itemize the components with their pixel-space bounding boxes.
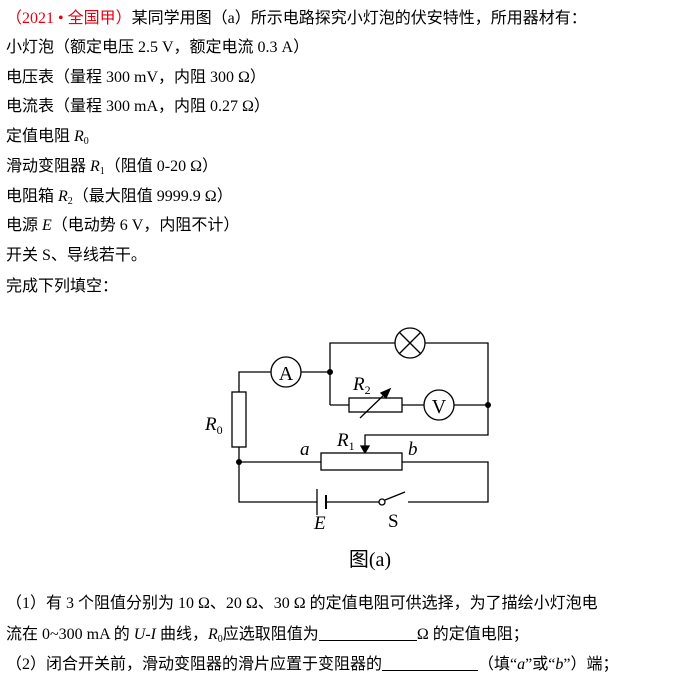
symbol: R [74,128,84,145]
slider-arrow-icon [359,445,371,455]
text: （填“ [478,656,518,673]
material-r0: 定值电阻 R0 [6,127,89,152]
material-lamp: 小灯泡（额定电压 2.5 V，额定电流 0.3 A） [6,39,310,56]
rheostat-r1 [320,452,403,471]
question-2: （2）闭合开关前，滑动变阻器的滑片应置于变阻器的 （填“a”或“b”）端； [6,654,618,675]
r1-label: R1 [336,430,355,453]
text: 滑动变阻器 [6,158,91,175]
text: Ω 的定值电阻； [416,626,529,643]
r0-label: R0 [204,414,223,437]
instruction: 完成下列填空： [6,278,119,295]
intro-text: 某同学用图（a）所示电路探究小灯泡的伏安特性，所用器材有： [131,10,587,27]
problem-header: （2021 • 全国甲）某同学用图（a）所示电路探究小灯泡的伏安特性，所用器材有… [6,9,587,29]
answer-blank-2[interactable] [382,654,479,671]
symbol: R [208,626,218,643]
material-source: 电源 E（电动势 6 V，内阻不计） [6,216,239,236]
battery-icon [316,489,327,515]
subscript: 0 [217,634,223,645]
ammeter-label: A [279,363,294,385]
text: 曲线， [156,626,209,643]
text: ”）端； [563,656,619,673]
material-voltmeter: 电压表（量程 300 mV，内阻 300 Ω） [6,69,266,86]
terminal-a-label: a [300,439,310,460]
terminal-b-label: b [408,439,418,460]
resistor-r0 [231,391,247,448]
switch-s-label: S [388,511,399,532]
wires [238,342,489,503]
subscript: 0 [83,136,89,147]
source-e-label: E [313,513,326,534]
text: 电源 [6,217,43,234]
text: 定值电阻 [6,128,75,145]
question-1-line-2: 流在 0~300 mA 的 U-I 曲线，R0应选取阻值为 Ω 的定值电阻； [6,624,529,650]
text: 电阻箱 [6,188,59,205]
text: ”或“ [525,656,556,673]
junction-dots [236,369,491,465]
figure-caption: 图(a) [349,549,391,571]
text: （最大阻值 9999.9 Ω） [72,188,233,205]
text: 应选取阻值为 [222,626,319,643]
symbol: R [90,158,100,175]
voltmeter-icon: V [423,389,455,421]
symbol: U-I [133,626,156,643]
text: 流在 0~300 mA 的 [6,626,134,643]
material-switch: 开关 S、导线若干。 [6,247,147,264]
subscript: 1 [99,166,105,177]
material-ammeter: 电流表（量程 300 mA，内阻 0.27 Ω） [6,98,270,115]
ammeter-icon: A [270,356,302,388]
r2-label: R2 [352,374,371,397]
text: （2）闭合开关前，滑动变阻器的滑片应置于变阻器的 [6,656,383,673]
symbol: E [42,217,52,234]
resistance-box-r2 [348,397,403,413]
source-tag: （2021 • 全国甲） [6,10,132,27]
question-1-line-1: （1）有 3 个阻值分别为 10 Ω、20 Ω、30 Ω 的定值电阻可供选择，为… [6,595,598,612]
voltmeter-label: V [432,396,447,418]
text: （电动势 6 V，内阻不计） [51,217,240,234]
text: （阻值 0-20 Ω） [104,158,219,175]
symbol: R [58,188,68,205]
variable-arrow-icon [359,387,392,419]
switch-icon [378,491,406,506]
symbol: a [517,656,526,673]
answer-blank-1[interactable] [318,624,417,641]
subscript: 2 [67,196,73,207]
material-r2: 电阻箱 R2（最大阻值 9999.9 Ω） [6,187,233,212]
symbol: b [555,656,564,673]
material-r1: 滑动变阻器 R1（阻值 0-20 Ω） [6,157,218,182]
lamp-icon [394,327,426,359]
